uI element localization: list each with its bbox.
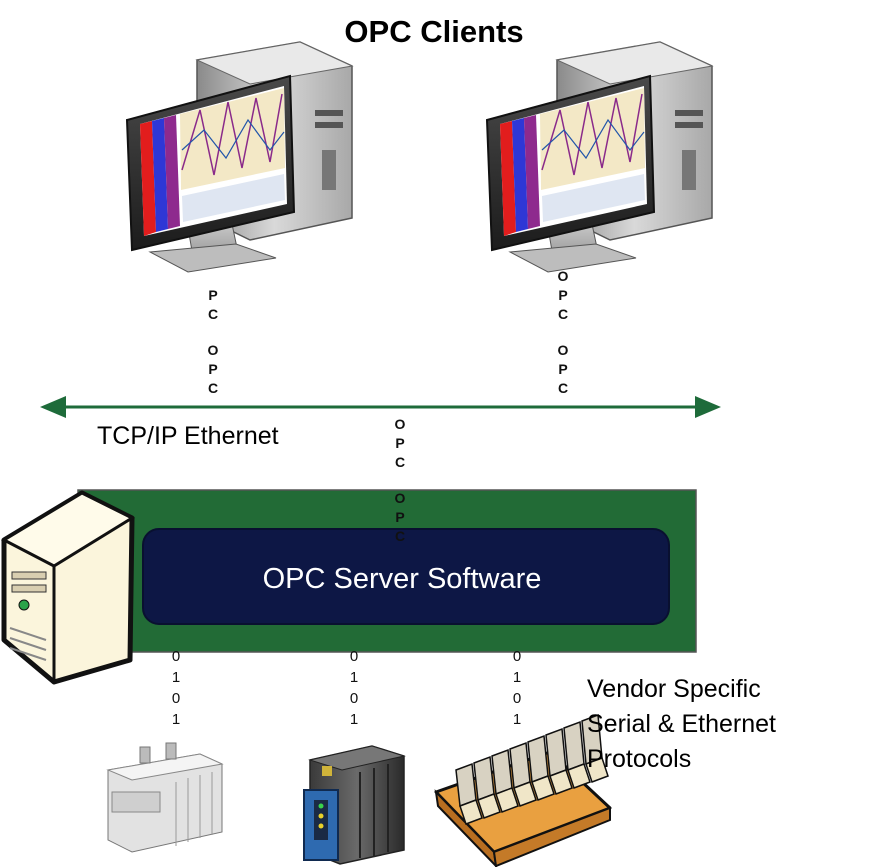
- bits-column-right: 0 1 0 1: [507, 646, 527, 730]
- opc-letter: P: [395, 509, 405, 525]
- bit: 1: [349, 669, 359, 686]
- opc-letter: O: [557, 342, 569, 358]
- opc-column-left: P C O P C: [201, 286, 225, 398]
- io-module-rack: [434, 713, 612, 867]
- plc-rack-device: [106, 742, 224, 853]
- opc-letter: P: [558, 287, 568, 303]
- opc-letter: C: [557, 306, 569, 322]
- opc-letter: P: [208, 361, 218, 377]
- opc-letter: C: [207, 306, 219, 322]
- gateway-device: [303, 745, 406, 865]
- diagram-title: OPC Clients: [344, 14, 524, 49]
- bit: 0: [171, 648, 181, 665]
- bit: 0: [512, 648, 522, 665]
- ethernet-arrow: [40, 396, 721, 418]
- opc-letter: O: [557, 268, 569, 284]
- opc-letter: P: [558, 361, 568, 377]
- bit: 0: [349, 690, 359, 707]
- network-label: TCP/IP Ethernet: [97, 422, 279, 450]
- opc-letter: P: [208, 287, 218, 303]
- client-computer-left: [125, 41, 354, 273]
- bit: 0: [349, 648, 359, 665]
- bit: 0: [171, 690, 181, 707]
- opc-letter: C: [207, 380, 219, 396]
- server-tower-icon: [0, 490, 136, 685]
- opc-letter: P: [395, 435, 405, 451]
- bit: 1: [512, 669, 522, 686]
- opc-letter: C: [394, 454, 406, 470]
- bits-column-center: 0 1 0 1: [344, 646, 364, 730]
- opc-letter: O: [207, 342, 219, 358]
- bit: 1: [512, 711, 522, 728]
- client-computer-right: [485, 41, 714, 273]
- opc-letter: O: [394, 416, 406, 432]
- vendor-label-line-2: Serial & Ethernet: [587, 710, 776, 738]
- bit: 0: [512, 690, 522, 707]
- bit: 1: [171, 711, 181, 728]
- opc-letter: C: [394, 528, 406, 544]
- opc-column-center: O P C O P C: [388, 415, 412, 546]
- vendor-label-line-1: Vendor Specific: [587, 675, 761, 703]
- opc-letter: O: [394, 490, 406, 506]
- bits-column-left: 0 1 0 1: [166, 646, 186, 730]
- opc-letter: C: [557, 380, 569, 396]
- server-software-box: [142, 528, 670, 625]
- opc-column-right: O P C O P C: [551, 267, 575, 398]
- vendor-label-line-3: Protocols: [587, 745, 692, 773]
- bit: 1: [171, 669, 181, 686]
- vendor-protocols-label: Vendor Specific Serial & Ethernet Protoc…: [587, 672, 776, 777]
- server-software-label: OPC Server Software: [262, 563, 542, 595]
- bit: 1: [349, 711, 359, 728]
